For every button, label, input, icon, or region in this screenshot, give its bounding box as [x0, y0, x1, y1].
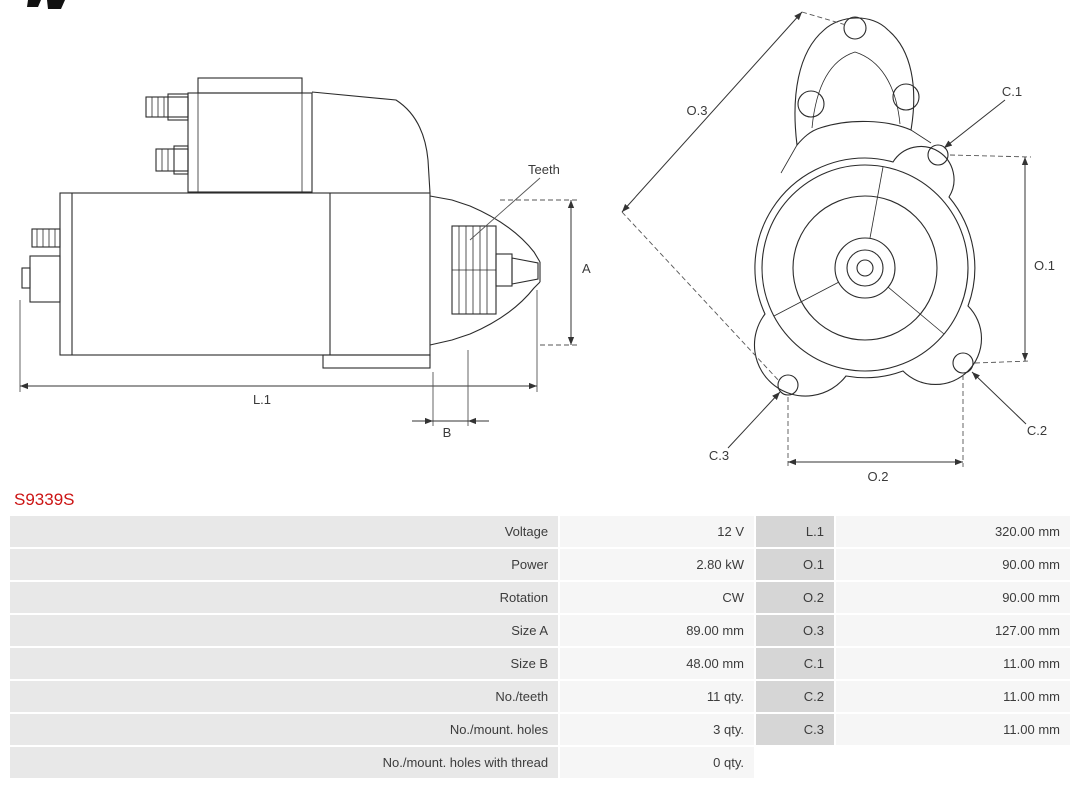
motor-body — [59, 192, 431, 369]
teeth-annotation: Teeth — [469, 162, 560, 241]
pinion-gear — [451, 225, 497, 315]
table-row: Size B 48.00 mm C.1 11.00 mm — [10, 648, 1070, 679]
dim-value: 320.00 mm — [836, 516, 1070, 547]
spec-label: Power — [10, 549, 559, 580]
callout-c3: C.3 — [709, 391, 781, 463]
dimension-b-label: B — [443, 425, 452, 440]
teeth-label: Teeth — [528, 162, 560, 177]
spec-label: No./mount. holes — [10, 714, 559, 745]
callout-c2: C.2 — [971, 371, 1047, 438]
callout-c1: C.1 — [943, 84, 1022, 149]
pinion-shaft — [495, 253, 513, 287]
top-bracket — [780, 16, 932, 174]
table-row: Size A 89.00 mm O.3 127.00 mm — [10, 615, 1070, 646]
dimension-o3-label: O.3 — [687, 103, 708, 118]
mounting-hole-c3 — [777, 374, 799, 396]
technical-drawing-area: Teeth A L.1 — [19, 0, 1055, 484]
dim-value: 11.00 mm — [836, 714, 1070, 745]
dimension-o1: O.1 — [949, 154, 1055, 364]
table-row: Power 2.80 kW O.1 90.00 mm — [10, 549, 1070, 580]
table-row: No./mount. holes 3 qty. C.3 11.00 mm — [10, 714, 1070, 745]
dimension-o3: O.3 — [621, 11, 847, 383]
spec-value: 48.00 mm — [560, 648, 755, 679]
dim-label: O.3 — [756, 615, 834, 646]
side-view-drawing: Teeth A L.1 — [19, 77, 591, 440]
flange-face — [761, 164, 969, 372]
logo-fragment-icon — [27, 0, 65, 9]
spec-value: 0 qty. — [560, 747, 755, 778]
c3-label: C.3 — [709, 448, 729, 463]
dim-value: 90.00 mm — [836, 582, 1070, 613]
dimension-o1-label: O.1 — [1034, 258, 1055, 273]
dim-value: 11.00 mm — [836, 681, 1070, 712]
c1-label: C.1 — [1002, 84, 1022, 99]
spec-value: CW — [560, 582, 755, 613]
dim-label — [756, 747, 834, 778]
dimension-l1-label: L.1 — [253, 392, 271, 407]
spec-label: Voltage — [10, 516, 559, 547]
table-row: No./mount. holes with thread 0 qty. — [10, 747, 1070, 778]
spec-label: No./mount. holes with thread — [10, 747, 559, 778]
drive-housing-top — [311, 91, 431, 194]
dim-label: O.1 — [756, 549, 834, 580]
table-row: Rotation CW O.2 90.00 mm — [10, 582, 1070, 613]
dim-label: C.1 — [756, 648, 834, 679]
spec-table: Voltage 12 V L.1 320.00 mm Power 2.80 kW… — [8, 514, 1072, 780]
dimension-b: B — [412, 350, 489, 440]
table-row: No./teeth 11 qty. C.2 11.00 mm — [10, 681, 1070, 712]
dim-value: 11.00 mm — [836, 648, 1070, 679]
spec-table-body: Voltage 12 V L.1 320.00 mm Power 2.80 kW… — [10, 516, 1070, 778]
spec-label: Size B — [10, 648, 559, 679]
dim-value: 127.00 mm — [836, 615, 1070, 646]
mounting-hole-c1 — [927, 144, 949, 166]
dimension-o2: O.2 — [787, 375, 964, 484]
spec-value: 89.00 mm — [560, 615, 755, 646]
dim-value — [836, 747, 1070, 778]
dim-label: O.2 — [756, 582, 834, 613]
mounting-flange — [753, 145, 982, 397]
drive-end-housing — [429, 195, 541, 346]
dim-label: C.3 — [756, 714, 834, 745]
spec-label: Size A — [10, 615, 559, 646]
dim-label: C.2 — [756, 681, 834, 712]
dim-label: L.1 — [756, 516, 834, 547]
dimension-o2-label: O.2 — [868, 469, 889, 484]
rear-stud — [21, 228, 61, 303]
dim-value: 90.00 mm — [836, 549, 1070, 580]
mounting-hole-c2 — [952, 352, 974, 374]
spec-label: No./teeth — [10, 681, 559, 712]
front-view-drawing: O.3 O.1 O.2 C.1 — [621, 11, 1055, 484]
spec-label: Rotation — [10, 582, 559, 613]
dimension-a: A — [500, 199, 591, 346]
dimension-a-label: A — [582, 261, 591, 276]
table-row: Voltage 12 V L.1 320.00 mm — [10, 516, 1070, 547]
c2-label: C.2 — [1027, 423, 1047, 438]
starter-motor-diagram: Teeth A L.1 — [19, 0, 1055, 484]
spec-value: 12 V — [560, 516, 755, 547]
dimension-l1: L.1 — [19, 290, 538, 407]
spec-value: 11 qty. — [560, 681, 755, 712]
solenoid — [145, 77, 313, 193]
spec-value: 2.80 kW — [560, 549, 755, 580]
part-number: S9339S — [14, 490, 75, 509]
spec-value: 3 qty. — [560, 714, 755, 745]
